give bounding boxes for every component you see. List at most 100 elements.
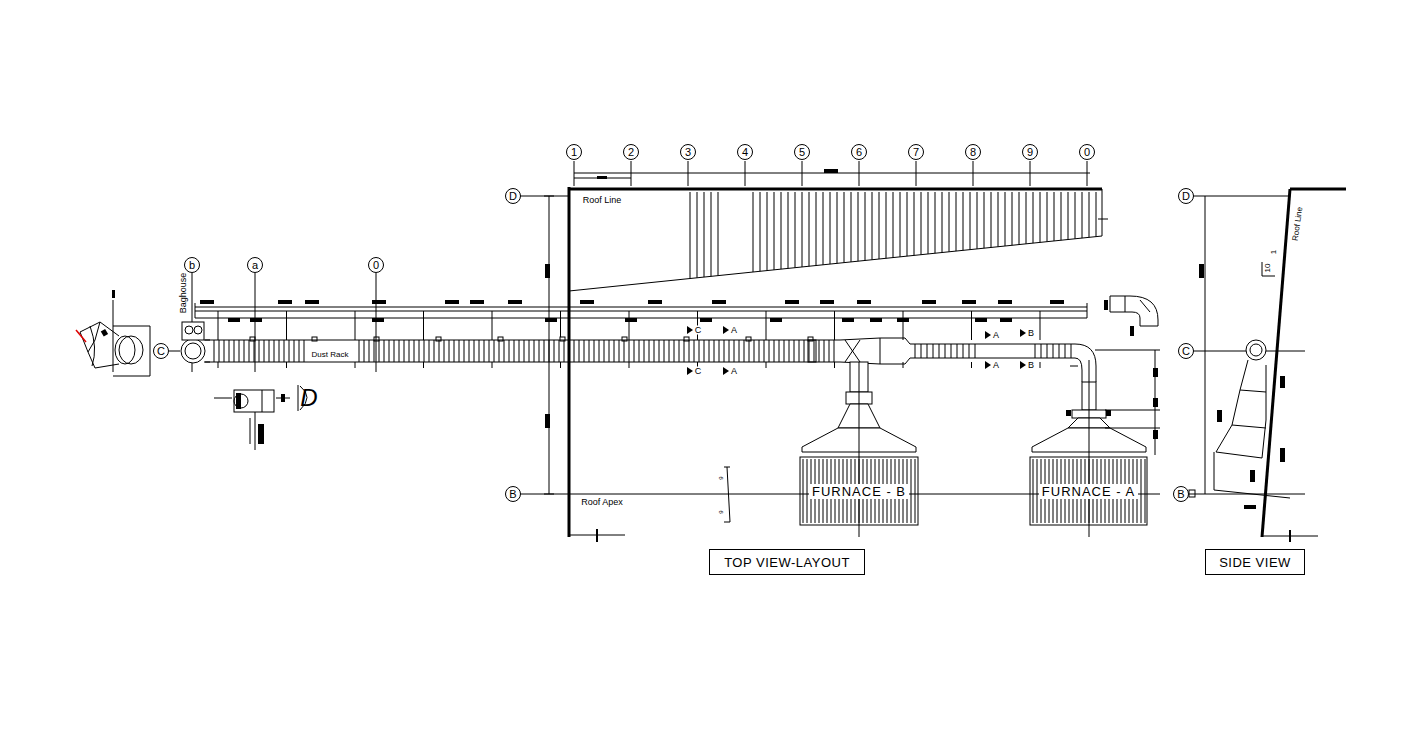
side-view — [1246, 340, 1266, 360]
dust-duct — [214, 340, 215, 362]
dust-duct — [205, 340, 840, 341]
dust-duct — [679, 340, 680, 362]
dust-duct — [369, 340, 370, 362]
grid-label: 1 — [571, 147, 577, 158]
dust-duct — [910, 344, 1075, 345]
side-view — [1289, 530, 1291, 542]
dust-duct — [429, 340, 430, 362]
pipe-detail — [298, 385, 299, 411]
roof-outline — [704, 192, 705, 277]
duct-rack — [228, 318, 240, 322]
dust-duct — [559, 340, 560, 362]
dust-duct — [789, 340, 790, 362]
dust-duct — [709, 340, 710, 362]
elbow-detail — [76, 330, 86, 342]
elbow-detail — [113, 300, 114, 372]
dust-duct — [834, 340, 835, 362]
roof-outline — [1068, 192, 1069, 240]
grid-label: C — [157, 346, 165, 357]
dust-duct — [779, 340, 780, 362]
baghouse-end — [194, 326, 202, 334]
pipe-detail — [1104, 300, 1108, 310]
dust-duct — [524, 340, 525, 362]
grid-lines — [631, 161, 632, 186]
dust-duct — [454, 340, 455, 362]
grid-lines — [916, 161, 917, 186]
dust-duct — [794, 340, 795, 362]
duct-rack — [922, 300, 936, 304]
pipe-detail — [262, 390, 263, 412]
pipe-detail — [255, 412, 256, 450]
dust-duct — [945, 344, 946, 358]
dust-duct — [694, 340, 695, 362]
elbow-detail — [76, 290, 150, 376]
roof-outline — [851, 192, 852, 262]
duct-rack — [897, 318, 909, 322]
dust-duct — [619, 340, 620, 362]
dust-duct — [279, 340, 280, 362]
duct-rack — [580, 300, 594, 304]
roof-outline — [816, 192, 817, 266]
grid-label: 7 — [913, 147, 919, 158]
roof-outline — [1098, 219, 1108, 220]
duct-rack — [278, 300, 292, 304]
dust-duct — [880, 338, 905, 339]
baghouse-end — [169, 322, 210, 363]
dust-duct — [489, 340, 490, 362]
furnace-body — [803, 459, 1145, 523]
grid-lines — [597, 176, 607, 179]
dust-duct — [1095, 350, 1160, 351]
roof-outline — [879, 192, 880, 259]
dust-duct — [664, 340, 665, 362]
pipe-detail — [234, 390, 274, 412]
elbow-detail — [150, 326, 151, 376]
furnace-body — [1141, 459, 1142, 523]
dust-duct — [574, 340, 575, 362]
grid-label: 8 — [970, 147, 976, 158]
furnace-body — [800, 457, 918, 525]
section-marker — [985, 361, 991, 369]
roof-note: Roof Line — [1292, 205, 1305, 242]
dust-duct — [729, 340, 730, 362]
roof-outline — [1089, 192, 1090, 237]
duct-rack — [200, 300, 214, 304]
dust-duct — [269, 340, 270, 362]
duct-rack — [842, 318, 854, 322]
roof-outline — [900, 192, 901, 257]
dust-duct — [624, 340, 625, 362]
duct-rack — [195, 311, 1087, 312]
grid-label: 3 — [685, 147, 691, 158]
side-view — [1216, 360, 1266, 458]
dimension-text: 9 — [718, 509, 724, 514]
dust-duct — [214, 340, 1071, 362]
side-view — [1240, 390, 1266, 392]
grid-bubble: 5 — [794, 144, 810, 160]
roof-outline — [781, 192, 782, 269]
grid-bubble: 4 — [737, 144, 753, 160]
box-label: TOP VIEW-LAYOUT — [724, 556, 850, 569]
dust-duct — [659, 340, 660, 362]
roof-outline — [690, 192, 691, 279]
view-title-box: TOP VIEW-LAYOUT — [709, 549, 865, 575]
dust-duct — [519, 340, 520, 362]
dust-duct — [957, 344, 958, 358]
side-view — [1244, 505, 1256, 509]
duct-rack — [700, 318, 712, 322]
section-letter: C — [694, 367, 703, 376]
dust-duct — [749, 340, 750, 362]
grid-bubble: 2 — [623, 144, 639, 160]
grid-label: B — [1177, 489, 1184, 500]
dust-duct — [409, 340, 410, 362]
dust-duct — [1070, 366, 1078, 367]
dust-duct — [449, 340, 450, 362]
section-marker — [723, 326, 729, 334]
dust-duct — [905, 358, 910, 364]
furnace-hood — [1105, 428, 1160, 429]
dust-duct — [399, 340, 400, 362]
roof-outline — [886, 192, 887, 258]
dust-duct — [804, 340, 805, 362]
duct-rack — [857, 300, 871, 304]
dust-duct — [845, 340, 860, 362]
section-letter: A — [992, 331, 1000, 340]
